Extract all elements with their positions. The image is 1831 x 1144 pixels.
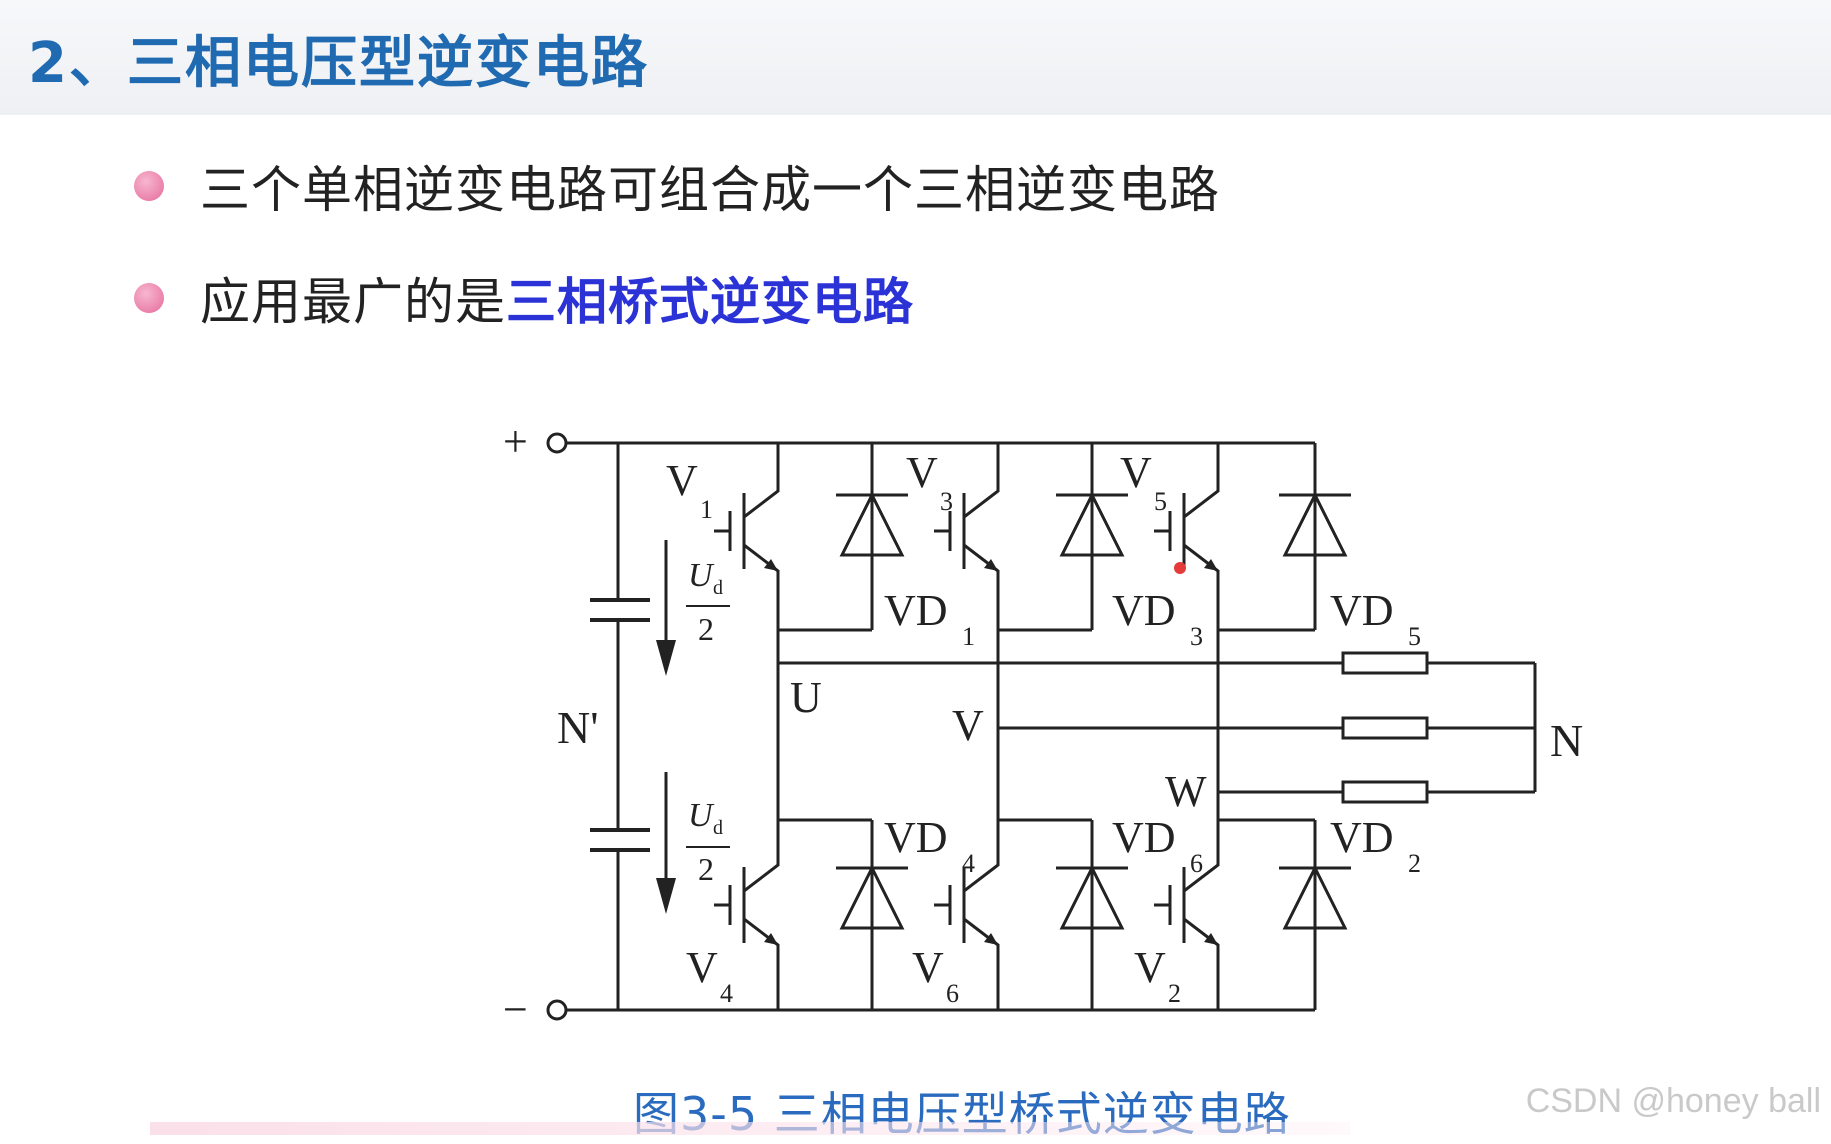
slide-header: 2、三相电压型逆变电路 [0, 0, 1831, 115]
switch-sub: 5 [1154, 487, 1167, 516]
diode-sub: 1 [962, 622, 975, 651]
switch-label: V [686, 943, 718, 992]
bullet-item-1: 三个单相逆变电路可组合成一个三相逆变电路 [134, 150, 1220, 222]
minus-terminal [546, 999, 568, 1021]
diode-sub: 4 [962, 849, 975, 878]
ud-denominator: 2 [698, 611, 714, 647]
diode-label: VD [1112, 586, 1176, 635]
ud-subscript: d [713, 577, 723, 599]
phase-w-label: W [1165, 767, 1207, 816]
diode-sub: 5 [1408, 622, 1421, 651]
diode-sub: 2 [1408, 849, 1421, 878]
minus-label: − [503, 985, 528, 1034]
phase-u-label: U [790, 673, 822, 722]
switch-v2 [1152, 863, 1220, 947]
load-resistor-u [1341, 651, 1429, 675]
bullet-dot-icon [134, 171, 164, 201]
diode-label: VD [884, 813, 948, 862]
switch-sub: 2 [1168, 979, 1181, 1008]
switch-label: V [906, 448, 938, 497]
switch-label: V [912, 943, 944, 992]
bullet-dot-icon [134, 283, 164, 313]
switch-sub: 3 [940, 487, 953, 516]
ud-numerator: U [688, 797, 715, 834]
switch-sub: 4 [720, 979, 733, 1008]
bullet-text: 应用最广的是 [200, 273, 506, 331]
ud-numerator: U [688, 557, 715, 594]
switch-label: V [1134, 943, 1166, 992]
bullet-item-2: 应用最广的是三相桥式逆变电路 [134, 262, 914, 334]
node-n-label: N [1550, 715, 1583, 766]
ud-denominator: 2 [698, 851, 714, 887]
load-resistor-v [1341, 716, 1429, 740]
switch-sub: 1 [700, 495, 713, 524]
plus-label: + [503, 417, 528, 466]
diode-label: VD [1330, 813, 1394, 862]
plus-terminal [546, 432, 568, 454]
load-resistor-w [1341, 780, 1429, 804]
switch-sub: 6 [946, 979, 959, 1008]
diode-sub: 6 [1190, 849, 1203, 878]
diode-label: VD [1112, 813, 1176, 862]
switch-label: V [666, 456, 698, 505]
decorative-bar [150, 1122, 1350, 1135]
switch-v1 [712, 489, 780, 573]
bullet-highlight: 三相桥式逆变电路 [506, 273, 914, 331]
leg-u [776, 443, 874, 1010]
diode-label: VD [1330, 586, 1394, 635]
switch-v4 [712, 863, 780, 947]
node-n-prime-label: N' [557, 702, 599, 753]
bullet-text: 三个单相逆变电路可组合成一个三相逆变电路 [200, 161, 1220, 219]
ud-subscript: d [713, 817, 723, 839]
phase-v-label: V [952, 701, 984, 750]
watermark: CSDN @honey ball [1525, 1082, 1821, 1120]
slide-title: 2、三相电压型逆变电路 [28, 31, 649, 96]
diode-sub: 3 [1190, 622, 1203, 651]
switch-label: V [1120, 448, 1152, 497]
diode-label: VD [884, 586, 948, 635]
